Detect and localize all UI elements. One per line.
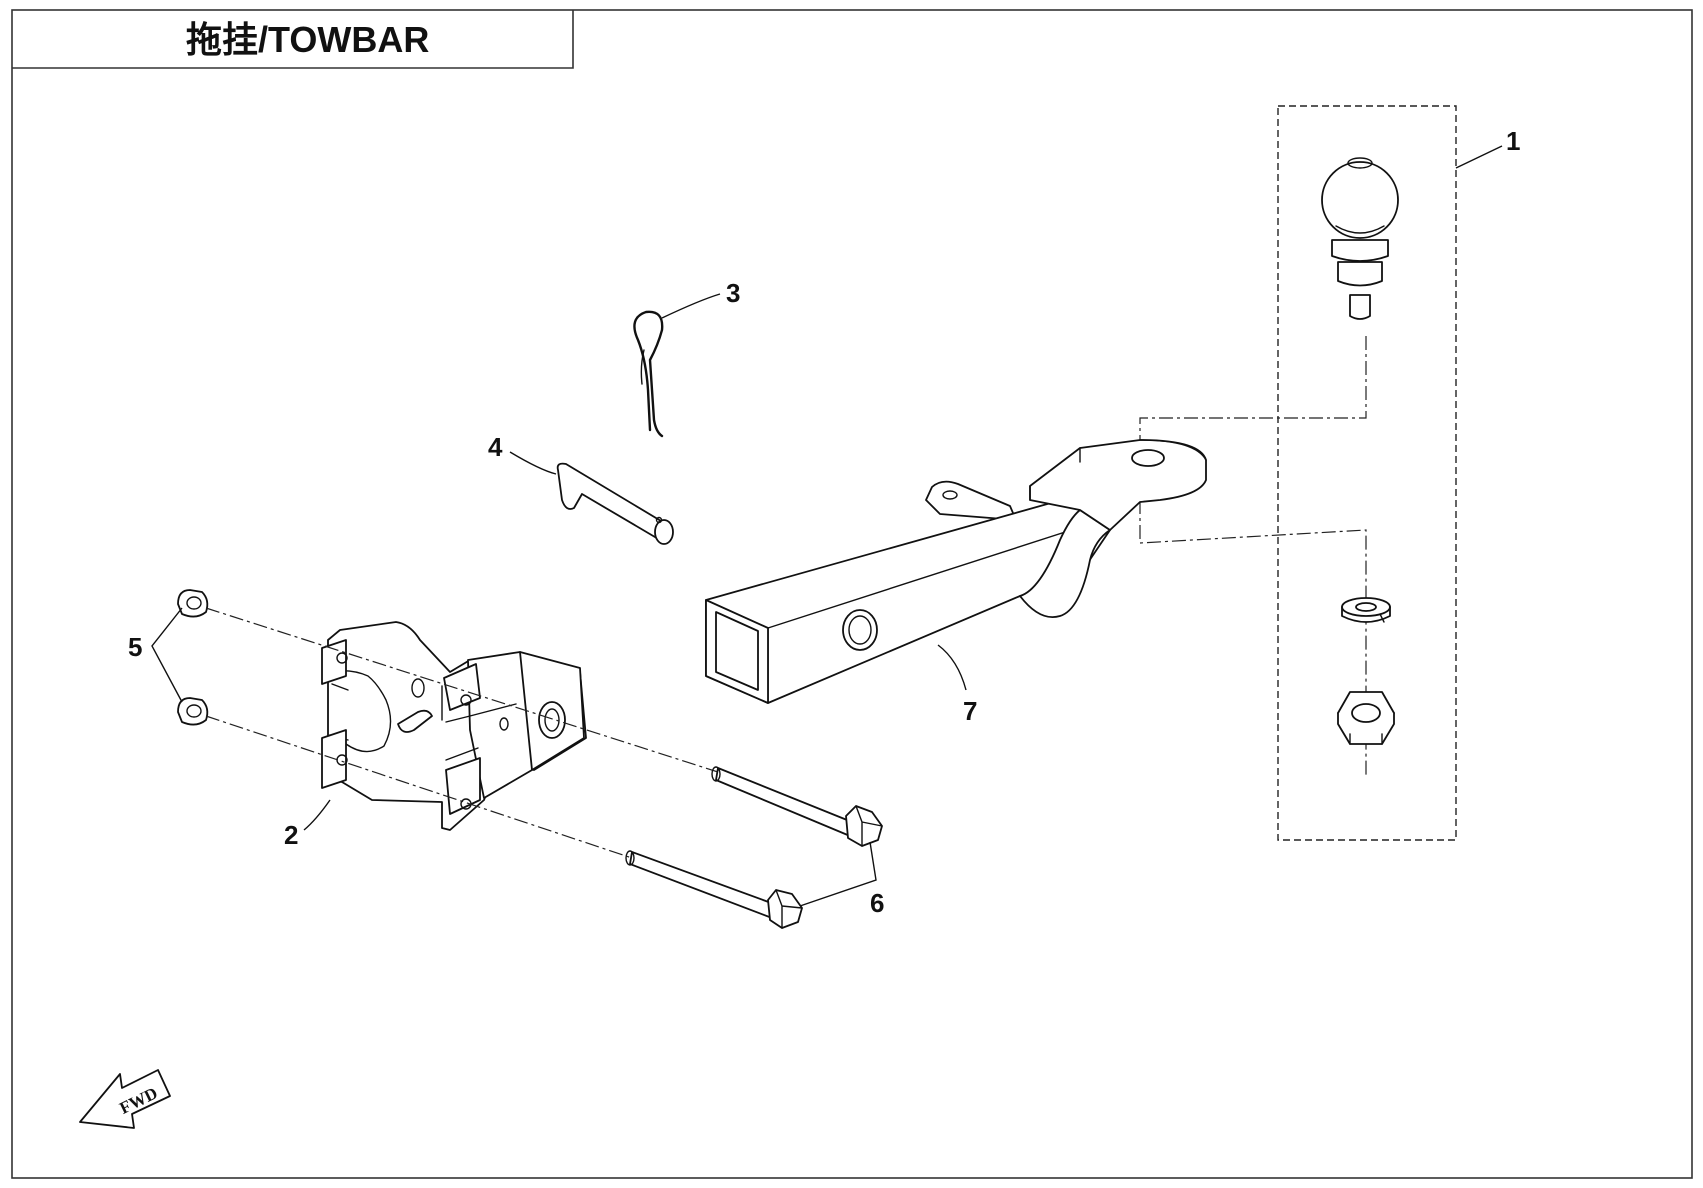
- hitch-ball: [1321, 157, 1399, 320]
- axis-upper-bolt: [205, 607, 719, 773]
- receiver-bracket: [321, 621, 587, 831]
- callout-4: 4: [488, 432, 503, 462]
- towbar-arm: [705, 439, 1207, 704]
- flange-nut-upper: [177, 589, 209, 618]
- bolt-upper: [711, 766, 883, 847]
- hex-nut: [1337, 691, 1395, 745]
- leader-6: [799, 841, 877, 907]
- lock-washer: [1341, 597, 1391, 623]
- callout-2: 2: [284, 820, 298, 850]
- leader-5: [151, 607, 183, 703]
- part-1-group-box: [1277, 105, 1457, 841]
- leader-4: [509, 451, 557, 475]
- page-border: [11, 9, 1693, 1179]
- hitch-pin: [556, 462, 674, 545]
- leader-2: [303, 799, 331, 831]
- callout-7: 7: [963, 696, 977, 726]
- page-title: 拖挂/TOWBAR: [186, 19, 429, 60]
- leader-1: [1455, 145, 1503, 169]
- title-box: [12, 10, 574, 69]
- callout-6: 6: [870, 888, 884, 918]
- hairpin-clip: [633, 310, 664, 438]
- axis-arm-to-nut: [1139, 500, 1367, 778]
- callout-5: 5: [128, 632, 142, 662]
- axis-ball-to-arm: [1139, 336, 1367, 458]
- flange-nut-lower: [177, 697, 209, 726]
- leader-3: [661, 293, 721, 319]
- bolt-lower: [625, 850, 803, 929]
- callout-1: 1: [1506, 126, 1520, 156]
- fwd-arrow-icon: FWD: [79, 1069, 171, 1129]
- leader-7: [937, 644, 967, 691]
- callout-3: 3: [726, 278, 740, 308]
